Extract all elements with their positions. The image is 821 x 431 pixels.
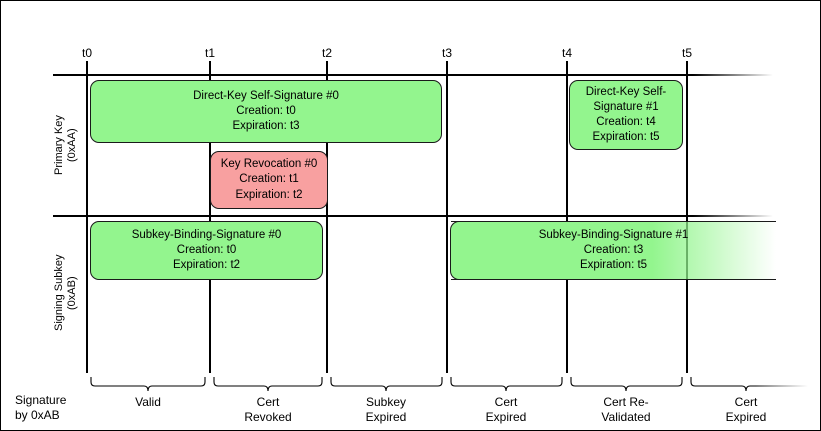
time-line-t3: [446, 61, 448, 373]
tick-label-t0: t0: [81, 46, 93, 60]
signature-expiration: Expiration: t5: [579, 259, 648, 272]
tick-label-t2: t2: [321, 46, 333, 60]
time-line-t0: [86, 61, 88, 373]
signature-box-direct-key-self-signature-1[interactable]: Direct-Key Self- Signature #1 Creation: …: [569, 80, 683, 150]
tick-label-t1: t1: [204, 46, 216, 60]
brace-interval-t5-end: [690, 377, 810, 391]
signature-creation: Creation: t4: [596, 116, 656, 128]
signature-expiration: Expiration: t5: [592, 131, 660, 144]
tick-label-t4: t4: [561, 46, 573, 60]
interval-label-t5-end: Cert Expired: [725, 395, 767, 424]
signature-expiration: Expiration: t2: [235, 188, 303, 201]
signature-title: Key Revocation #0: [220, 158, 318, 171]
brace-interval-t1-t2: [213, 377, 323, 391]
interval-label-t3-t4: Cert Expired: [485, 395, 527, 424]
brace-interval-t0-t1: [90, 377, 206, 391]
interval-label-t4-t5: Cert Re- Validated: [601, 395, 651, 424]
signature-creation: Creation: t0: [236, 104, 296, 117]
interval-label-t1-t2: Cert Revoked: [244, 395, 292, 424]
interval-label-t2-t3: Subkey Expired: [365, 395, 407, 424]
tick-label-t3: t3: [441, 46, 453, 60]
signature-creation: Creation: t3: [583, 243, 644, 256]
signature-creation: Creation: t1: [239, 173, 299, 186]
brace-interval-t3-t4: [450, 377, 563, 391]
time-line-t4: [566, 61, 568, 373]
row-label-primary-key: Primary Key (0xAA): [53, 115, 78, 175]
brace-interval-t4-t5: [570, 377, 683, 391]
axis-line-signing-subkey: [53, 215, 820, 217]
signature-creation: Creation: t0: [176, 243, 237, 256]
time-line-t5: [686, 61, 688, 373]
interval-label-t0-t1: Valid: [135, 395, 161, 409]
signature-box-subkey-binding-signature-0[interactable]: Subkey-Binding-Signature #0 Creation: t0…: [90, 221, 323, 280]
signature-box-key-revocation-0[interactable]: Key Revocation #0 Creation: t1 Expiratio…: [210, 151, 328, 209]
signature-box-subkey-binding-signature-1[interactable]: Subkey-Binding-Signature #1 Creation: t3…: [450, 221, 776, 280]
signature-title-line-1: Direct-Key Self-: [585, 85, 667, 98]
row-label-signing-subkey: Signing Subkey (0xAB): [53, 254, 78, 332]
signature-title: Subkey-Binding-Signature #0: [131, 228, 282, 241]
signature-title: Subkey-Binding-Signature #1: [538, 228, 689, 241]
signature-expiration: Expiration: t3: [232, 120, 300, 133]
brace-interval-t2-t3: [330, 377, 443, 391]
time-line-t1: [209, 61, 211, 373]
time-line-t2: [326, 61, 328, 373]
tick-label-t5: t5: [681, 46, 693, 60]
signature-title-line-2: Signature #1: [593, 100, 659, 113]
signature-box-direct-key-self-signature-0[interactable]: Direct-Key Self-Signature #0 Creation: t…: [90, 80, 442, 143]
axis-line-primary-key: [53, 74, 820, 76]
legend-title: Signature by 0xAB: [15, 393, 67, 422]
signature-title: Direct-Key Self-Signature #0: [193, 89, 339, 102]
signature-expiration: Expiration: t2: [172, 259, 241, 272]
